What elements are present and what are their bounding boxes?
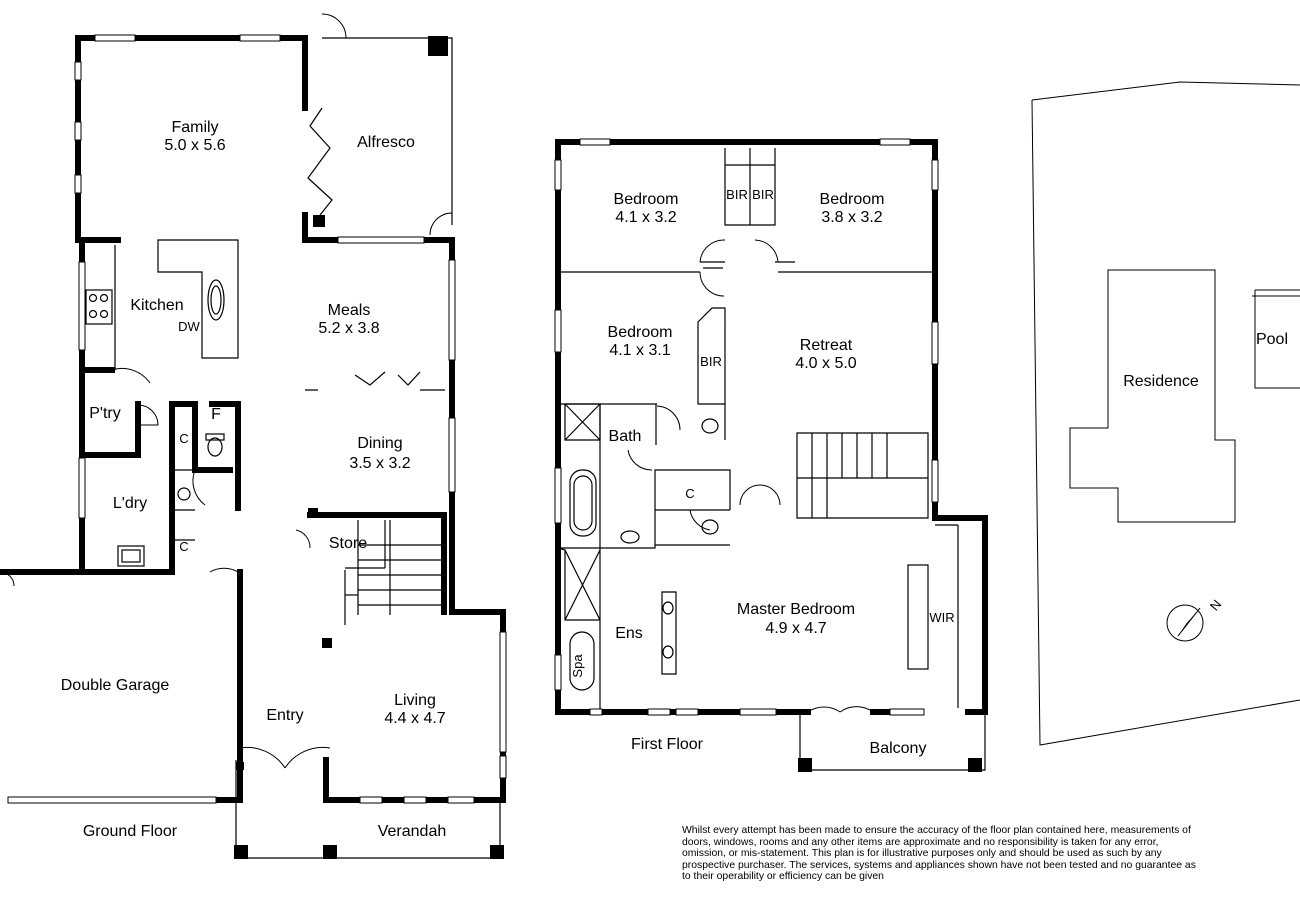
bedroom-2-label: Bedroom [820, 191, 885, 208]
ground-floor-plan [0, 13, 507, 859]
fridge-label: F [211, 406, 221, 423]
bir-1-label: BIR [726, 187, 748, 202]
site-plan [1031, 81, 1300, 746]
wir-label: WIR [929, 610, 954, 625]
dw-label: DW [178, 319, 200, 334]
meals-dims: 5.2 x 3.8 [318, 320, 379, 337]
alfresco-label: Alfresco [357, 134, 415, 151]
retreat-dims: 4.0 x 5.0 [795, 355, 856, 372]
living-dims: 4.4 x 4.7 [384, 710, 445, 727]
bir-3-label: BIR [700, 354, 722, 369]
dining-dims: 3.5 x 3.2 [349, 455, 410, 472]
double-garage-label: Double Garage [61, 677, 170, 694]
balcony-label: Balcony [870, 740, 927, 757]
bedroom-2-dims: 3.8 x 3.2 [821, 209, 882, 226]
pantry-label: P'try [89, 405, 121, 422]
bedroom-3-label: Bedroom [608, 324, 673, 341]
dining-label: Dining [357, 435, 402, 452]
disclaimer-text: Whilst every attempt has been made to en… [682, 825, 1196, 883]
ens-label: Ens [615, 625, 643, 642]
entry-label: Entry [266, 707, 303, 724]
living-label: Living [394, 692, 436, 709]
spa-label: Spa [570, 654, 585, 678]
bedroom-1-dims: 4.1 x 3.2 [615, 209, 676, 226]
first-floor-title: First Floor [631, 736, 704, 753]
bedroom-1-label: Bedroom [614, 191, 679, 208]
bir-2-label: BIR [752, 187, 774, 202]
master-bedroom-dims: 4.9 x 4.7 [765, 620, 826, 637]
meals-label: Meals [328, 302, 371, 319]
laundry-label: L'dry [113, 495, 147, 512]
master-bedroom-label: Master Bedroom [737, 601, 855, 618]
cupboard-label-2: C [179, 539, 188, 554]
ground-floor-title: Ground Floor [83, 823, 178, 840]
bath-label: Bath [609, 428, 642, 445]
first-floor-plan [554, 138, 988, 772]
cupboard-label-1: C [179, 431, 188, 446]
cupboard-ff-label: C [685, 486, 694, 501]
bedroom-3-dims: 4.1 x 3.1 [609, 342, 670, 359]
pool-label: Pool [1256, 331, 1288, 348]
family-label: Family [171, 119, 218, 136]
store-label: Store [329, 535, 367, 552]
verandah-label: Verandah [378, 823, 447, 840]
retreat-label: Retreat [800, 337, 853, 354]
family-dims: 5.0 x 5.6 [164, 137, 225, 154]
north-label: N [1207, 597, 1225, 614]
residence-label: Residence [1123, 373, 1199, 390]
kitchen-label: Kitchen [130, 297, 183, 314]
